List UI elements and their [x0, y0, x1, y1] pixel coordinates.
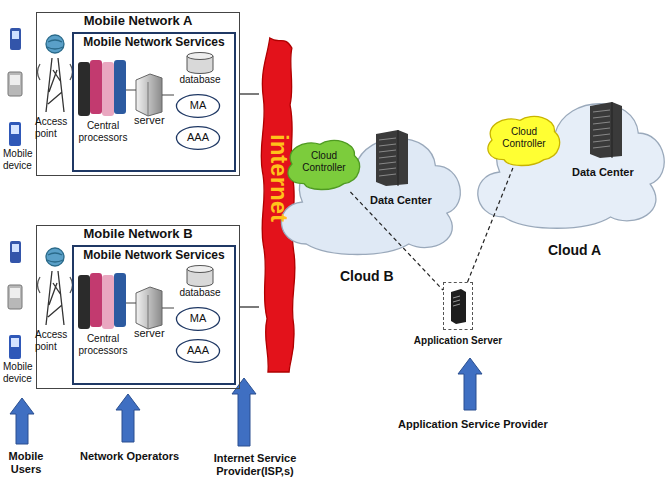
text-label: Data Center [370, 194, 432, 207]
cloud-controller: Cloud Controller [284, 136, 364, 192]
text-label: Application Server [398, 335, 518, 347]
aaa-ellipse: AAA [176, 126, 220, 150]
network-box: Mobile Network B Mobile Network Services d… [36, 225, 240, 389]
text-label: Mobile Users [2, 450, 50, 475]
text-label: Central processors [74, 120, 132, 143]
text-label: Mobile Network Services [74, 36, 234, 50]
text-label: Central processors [74, 333, 132, 356]
text-label: server [134, 114, 165, 127]
cloud-b-shape [281, 138, 460, 254]
text-label: AAA [176, 131, 220, 144]
internet-cloud-shape [261, 38, 295, 372]
text-label: MA [176, 99, 220, 112]
connector-line [240, 93, 259, 94]
database-cylinder-icon [186, 52, 214, 74]
text-label: Access point [35, 116, 69, 139]
database-cylinder-icon [186, 265, 214, 287]
cloud-controller-shape [288, 140, 360, 189]
text-label: MA [176, 312, 220, 325]
connector-line [240, 306, 259, 307]
application-server-icon [448, 288, 468, 324]
application-server: Application Server [443, 282, 473, 330]
cloud-controller-shape [488, 116, 560, 165]
text-label: internet [265, 134, 293, 222]
connector-line [350, 192, 443, 290]
text-label: AAA [176, 344, 220, 357]
ma-ellipse-shape [176, 308, 219, 331]
text-label: Internet Service Provider(ISP,s) [200, 452, 310, 477]
cloud-b-icon [372, 128, 412, 186]
text-label: database [174, 74, 226, 86]
text-label: Cloud A [548, 242, 601, 258]
text-label: Access point [35, 329, 69, 352]
aaa-ellipse-shape [176, 127, 219, 150]
cloud-controller: Cloud Controller [484, 112, 564, 168]
cloud-b: Data CenterCloud BCloud Controller [272, 118, 462, 258]
text-label: Cloud Controller [496, 126, 552, 149]
cloud-a: Data CenterCloud ACloud Controller [468, 82, 666, 232]
text-label: Mobile device [3, 361, 43, 384]
database-cylinder: database [174, 265, 226, 303]
aaa-ellipse: AAA [176, 339, 220, 363]
text-label: Mobile Network A [37, 14, 239, 29]
ma-ellipse-shape [176, 95, 219, 118]
text-label: database [174, 287, 226, 299]
text-label: Cloud Controller [296, 150, 352, 173]
cloud-a-shape [478, 104, 664, 229]
text-label: Mobile Network B [37, 227, 239, 242]
text-label: Cloud B [340, 268, 394, 284]
cloud-a-icon [586, 100, 626, 158]
text-label: Application Service Provider [398, 418, 548, 431]
text-label: server [134, 327, 165, 340]
ma-ellipse: MA [176, 94, 220, 118]
aaa-ellipse-shape [176, 340, 219, 363]
cloud-b-outline [272, 118, 462, 258]
connector-line [468, 168, 513, 282]
services-box: Mobile Network Services databaseMA AAA [72, 32, 236, 172]
network-box: Mobile Network A Mobile Network Services d… [36, 12, 240, 176]
database-cylinder: database [174, 52, 226, 90]
text-label: Data Center [572, 166, 634, 179]
up-arrows [10, 358, 482, 446]
ma-ellipse: MA [176, 307, 220, 331]
text-label: Mobile device [3, 148, 43, 171]
text-label: Network Operators [80, 450, 179, 463]
services-box: Mobile Network Services databaseMA AAA [72, 245, 236, 385]
text-label: Mobile Network Services [74, 249, 234, 263]
